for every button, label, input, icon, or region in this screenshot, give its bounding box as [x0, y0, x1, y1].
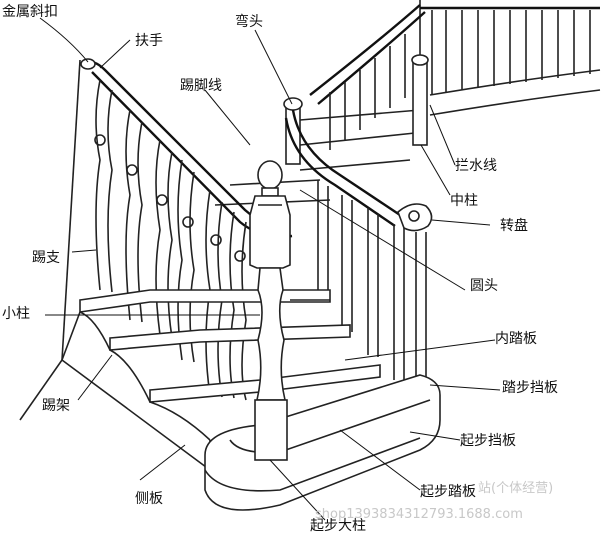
upper-balusters	[420, 6, 600, 95]
label-newel: 中柱	[450, 193, 478, 209]
label-turnout: 转盘	[500, 217, 528, 234]
label-gooseneck: 弯头	[235, 13, 263, 30]
labels: 金属斜扣 扶手 弯头 踢脚线 拦水线 中柱 转盘 踢支 圆头 小柱 内踏板 踏步…	[2, 4, 558, 534]
label-bracket: 踢架	[42, 398, 70, 414]
label-baluster-kick: 踢支	[32, 250, 60, 266]
stringer	[61, 311, 211, 471]
label-stringer: 侧板	[135, 491, 163, 507]
middle-newel	[411, 54, 429, 146]
left-balusters	[94, 79, 247, 401]
right-balusters	[317, 180, 427, 385]
label-start-riser: 起步挡板	[460, 433, 516, 449]
label-ball-cap: 圆头	[470, 278, 498, 294]
label-start-tread: 起步踏板	[420, 484, 476, 500]
watermark-line2: shop1393834312793.1688.com	[315, 507, 523, 522]
starting-step	[204, 374, 441, 511]
upper-treads	[214, 109, 421, 206]
wall-lines	[19, 0, 601, 421]
label-start-newel: 起步大柱	[310, 518, 366, 534]
label-skirting: 踢脚线	[180, 78, 222, 94]
label-riser: 踏步挡板	[502, 380, 558, 396]
watermark-line1: 站(个体经营)	[478, 481, 553, 496]
label-baluster: 小柱	[2, 306, 30, 322]
label-metal-clip: 金属斜扣	[2, 4, 58, 20]
leader-lines	[39, 17, 501, 521]
upper-handrail	[309, 4, 426, 150]
label-inner-tread: 内踏板	[495, 331, 537, 347]
volute	[397, 203, 433, 232]
label-handrail: 扶手	[135, 33, 163, 49]
starting-newel	[249, 160, 291, 461]
label-water-line: 拦水线	[455, 158, 497, 174]
watermark: 站(个体经营) shop1393834312793.1688.com	[315, 481, 553, 522]
